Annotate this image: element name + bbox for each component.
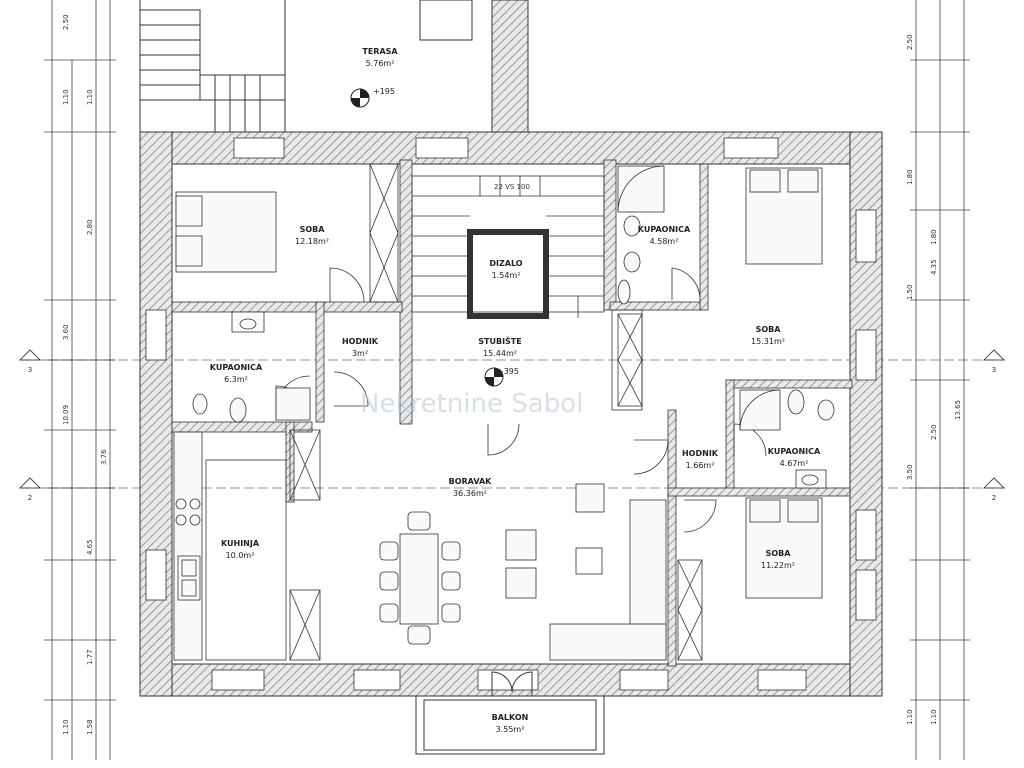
room-name-stubiste: STUBIŠTE (478, 335, 521, 346)
room-name-soba-ne: SOBA (756, 325, 782, 334)
beds (175, 167, 823, 599)
dimension-lines-right (910, 0, 970, 760)
room-labels: TERASA 5.76m² +195 SOBA 12.18m² KUPAONIC… (210, 47, 821, 734)
room-name-kupaonica-e: KUPAONICA (768, 447, 821, 456)
stair-note: 22 VS 100 (494, 183, 530, 191)
section-marker-label: 3 (28, 366, 32, 374)
dim-right: 1.50 (906, 284, 914, 300)
balcony (415, 671, 605, 755)
living-seating (505, 483, 667, 661)
dim-left: 10.09 (62, 405, 70, 425)
room-area-stubiste: 15.44m² (483, 349, 517, 358)
room-area-balkon: 3.55m² (496, 725, 525, 734)
staircase (411, 175, 605, 318)
dim-right: 4.35 (930, 259, 938, 275)
section-marker-label: 2 (28, 494, 32, 502)
dim-left: 2.80 (86, 219, 94, 235)
dim-left: 1.10 (62, 719, 70, 735)
dimension-lines-left (44, 0, 116, 760)
windows (145, 137, 877, 691)
dim-left: 3.76 (100, 449, 108, 465)
room-level-terasa: +195 (373, 87, 395, 96)
dim-left: 1.10 (62, 89, 70, 105)
room-name-hodnik-w: HODNIK (342, 337, 379, 346)
doors (275, 267, 767, 533)
room-area-kupaonica-w: 6.3m² (224, 375, 248, 384)
outer-walls (139, 131, 883, 697)
dim-left: 2.50 (62, 14, 70, 30)
chimney-duct (491, 0, 529, 141)
room-area-kupaonica-n: 4.58m² (650, 237, 679, 246)
dim-right: 1.10 (930, 709, 938, 725)
dim-right: 1.10 (906, 709, 914, 725)
dim-left: 1.77 (86, 649, 94, 665)
room-name-soba-se: SOBA (766, 549, 792, 558)
dim-right: 1.80 (930, 229, 938, 245)
room-area-dizalo: 1.54m² (492, 271, 521, 280)
terrace-area (139, 0, 473, 132)
level-marker (350, 88, 370, 108)
dim-right: 2.50 (930, 424, 938, 440)
room-name-kuhinja: KUHINJA (221, 539, 260, 548)
room-name-boravak: BORAVAK (449, 477, 493, 486)
room-area-kupaonica-e: 4.67m² (780, 459, 809, 468)
room-name-kupaonica-n: KUPAONICA (638, 225, 691, 234)
level-marker (484, 367, 504, 387)
dining-set (379, 511, 461, 645)
room-level-stubiste: +395 (497, 367, 519, 376)
section-marker-label: 2 (992, 494, 996, 502)
kitchen-units (173, 431, 287, 661)
dimension-texts-left: 2.50 1.10 1.10 2.80 3.60 10.09 3.76 4.65… (62, 14, 108, 735)
room-name-terasa: TERASA (362, 47, 398, 56)
room-area-hodnik-e: 1.66m² (686, 461, 715, 470)
room-area-terasa: 5.76m² (366, 59, 395, 68)
room-name-balkon: BALKON (492, 713, 529, 722)
room-area-hodnik-w: 3m² (352, 349, 368, 358)
section-marker-label: 3 (992, 366, 996, 374)
wardrobes (289, 163, 703, 661)
room-area-boravak: 36.36m² (453, 489, 487, 498)
room-area-soba-ne: 15.31m² (751, 337, 785, 346)
room-area-kuhinja: 10.0m² (226, 551, 255, 560)
dim-right: 3.50 (906, 464, 914, 480)
dim-left: 1.58 (86, 719, 94, 735)
dim-left: 1.10 (86, 89, 94, 105)
room-area-soba-nw: 12.18m² (295, 237, 329, 246)
dim-right: 2.50 (906, 34, 914, 50)
room-area-soba-se: 11.22m² (761, 561, 795, 570)
bathroom-fixtures (192, 165, 835, 489)
dimension-texts-right: 2.50 1.80 1.50 4.35 1.80 2.50 3.50 1.10 … (906, 34, 962, 725)
room-name-dizalo: DIZALO (489, 259, 522, 268)
room-name-hodnik-e: HODNIK (682, 449, 719, 458)
room-name-kupaonica-w: KUPAONICA (210, 363, 263, 372)
room-name-soba-nw: SOBA (300, 225, 326, 234)
dim-left: 3.60 (62, 324, 70, 340)
watermark: Nekretnine Sabol (360, 389, 583, 419)
dim-right: 13.65 (954, 400, 962, 420)
dim-right: 1.80 (906, 169, 914, 185)
dim-left: 4.65 (86, 539, 94, 555)
